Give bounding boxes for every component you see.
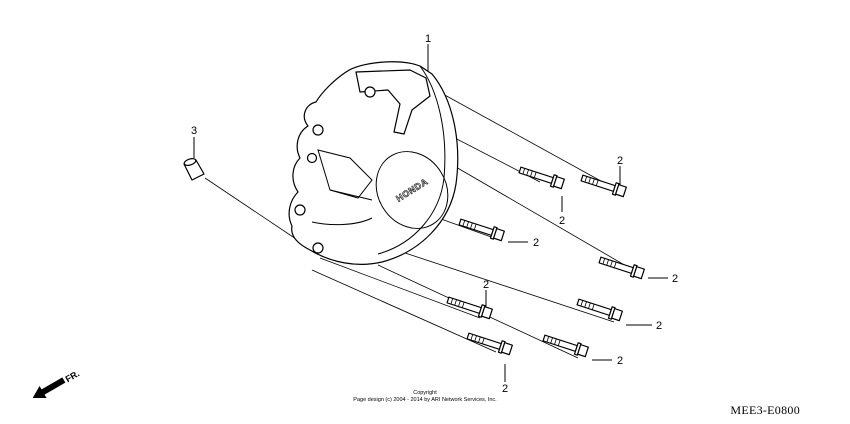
- copyright-line-1: Copyright: [413, 390, 437, 396]
- bolt-c: [458, 218, 505, 242]
- callout-bolt-a: 2: [617, 155, 623, 167]
- bolt-h: [466, 332, 513, 356]
- bolt-d: [598, 256, 645, 280]
- callout-bolt-b: 2: [559, 215, 565, 227]
- front-direction-indicator: FR.: [32, 368, 82, 399]
- front-direction-label: FR.: [64, 368, 82, 384]
- callout-bolt-e: 2: [483, 279, 489, 291]
- dowel-pin: [183, 157, 205, 181]
- bolt-e: [446, 296, 493, 320]
- callout-bolt-g: 2: [617, 355, 623, 367]
- copyright-notice: Copyright Page design (c) 2004 - 2014 by…: [353, 390, 497, 403]
- front-arrow-icon: [32, 377, 66, 399]
- bolt-g: [542, 334, 589, 358]
- callout-bolt-d: 2: [672, 273, 678, 285]
- generator-cover: HONDA: [288, 61, 459, 265]
- bolt-b: [518, 166, 565, 190]
- callout-cover: 1: [425, 33, 431, 45]
- bolt-f: [576, 298, 623, 322]
- diagram-code: MEE3-E0800: [730, 403, 800, 417]
- callouts: 1 3 2 2 2 2 2 2 2 2: [191, 33, 678, 395]
- bolt-a: [580, 174, 627, 198]
- callout-bolt-h: 2: [502, 383, 508, 395]
- copyright-line-2: Page design (c) 2004 - 2014 by ARI Netwo…: [353, 397, 497, 403]
- callout-bolt-c: 2: [533, 237, 539, 249]
- flange-bolts: [446, 166, 645, 358]
- callout-dowel: 3: [191, 125, 197, 137]
- callout-bolt-f: 2: [656, 320, 662, 332]
